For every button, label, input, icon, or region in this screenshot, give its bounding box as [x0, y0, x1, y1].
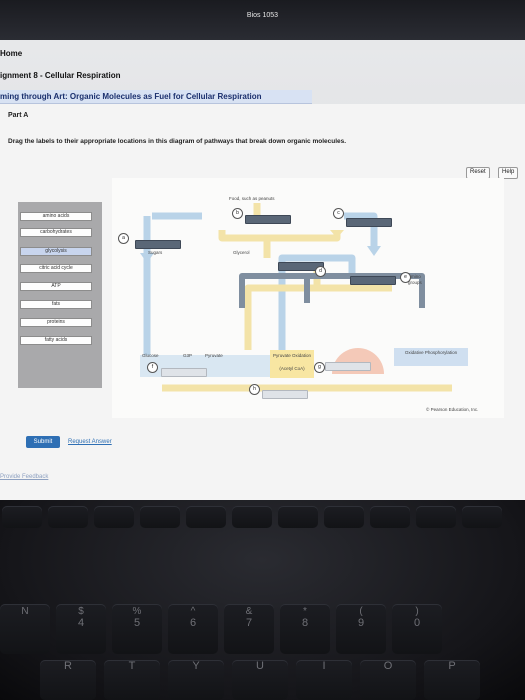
window-title: Bios 1053: [246, 12, 279, 19]
key-f7: [324, 506, 364, 528]
marker-d: d: [315, 266, 326, 277]
g3p-label: G3P: [183, 353, 193, 358]
key-letter-4: I: [296, 660, 352, 700]
marker-f: f: [147, 362, 158, 373]
amino-group-line: [239, 273, 425, 308]
key-number-5: *8: [280, 604, 330, 654]
marker-g: g: [314, 362, 325, 373]
key-letter-6: P: [424, 660, 480, 700]
key-f2: [94, 506, 134, 528]
key-f9: [416, 506, 456, 528]
amino-groups-label: Amino groups: [408, 274, 422, 285]
key-f6: [278, 506, 318, 528]
fat-branch: [218, 230, 341, 242]
key-f10: [462, 506, 502, 528]
provide-feedback-link[interactable]: Provide Feedback: [0, 474, 49, 480]
drop-target-g[interactable]: [325, 362, 371, 371]
key-f3: [140, 506, 180, 528]
label-atp[interactable]: ATP: [20, 282, 92, 291]
oxidative-phosphorylation-label: Oxidative Phosphorylation: [404, 350, 458, 355]
part-label: Part A: [8, 112, 29, 119]
pathway-arrows: [140, 203, 468, 392]
pyruvate-oxidation-box: [270, 350, 314, 378]
amino-line: [344, 212, 378, 246]
glycerol-label: Glycerol: [233, 250, 250, 255]
glycerol-line: [278, 254, 356, 366]
key-f1: [48, 506, 88, 528]
drop-target-e[interactable]: [350, 276, 396, 285]
key-letter-1: T: [104, 660, 160, 700]
key-f5: [232, 506, 272, 528]
pyruvate-label: Pyruvate: [205, 353, 223, 358]
marker-h: h: [249, 384, 260, 395]
key-number-3: ^6: [168, 604, 218, 654]
key-letter-3: U: [232, 660, 288, 700]
label-carbohydrates[interactable]: carbohydrates: [20, 228, 92, 237]
help-button[interactable]: Help: [498, 167, 519, 179]
marker-c: c: [333, 208, 344, 219]
copyright-text: © Pearson Education, Inc.: [426, 407, 479, 412]
nav-home-link[interactable]: Home: [0, 49, 23, 58]
label-proteins[interactable]: proteins: [20, 318, 92, 327]
marker-e: e: [400, 272, 411, 283]
drop-target-h[interactable]: [262, 390, 308, 399]
key-number-4: &7: [224, 604, 274, 654]
drop-target-c[interactable]: [346, 218, 392, 227]
key-fn: [2, 506, 42, 528]
drop-target-f[interactable]: [161, 368, 207, 377]
label-amino-acids[interactable]: amino acids: [20, 212, 92, 221]
key-f8: [370, 506, 410, 528]
key-number-6: (9: [336, 604, 386, 654]
label-citric-acid-cycle[interactable]: citric acid cycle: [20, 264, 92, 273]
label-fats[interactable]: fats: [20, 300, 92, 309]
marker-a: a: [118, 233, 129, 244]
laptop-keyboard: N $4 %5 ^6 &7 *8 (9 )0 R T Y U I O P: [0, 500, 525, 700]
key-letter-0: R: [40, 660, 96, 700]
drop-target-a[interactable]: [135, 240, 181, 249]
drop-target-b[interactable]: [245, 215, 291, 224]
question-prompt: Drag the labels to their appropriate loc…: [8, 138, 347, 145]
key-number-0: N: [0, 604, 50, 654]
breadcrumb-assignment[interactable]: ignment 8 - Cellular Respiration: [0, 71, 121, 80]
key-f4: [186, 506, 226, 528]
activity-title: ming through Art: Organic Molecules as F…: [0, 92, 262, 101]
sugars-label: Sugars: [148, 250, 163, 255]
key-number-7: )0: [392, 604, 442, 654]
activity-title-banner: ming through Art: Organic Molecules as F…: [0, 90, 312, 104]
pathway-diagram: Food, such as peanuts Sugars Glycerol Am…: [112, 178, 504, 418]
laptop-screen: Bios 1053 Home ignment 8 - Cellular Resp…: [0, 0, 525, 500]
label-fatty-acids[interactable]: fatty acids: [20, 336, 92, 345]
label-glycolysis[interactable]: glycolysis: [20, 247, 92, 256]
browser-top-bar: Bios 1053: [0, 0, 525, 40]
pyruvate-oxidation-label: Pyruvate Oxidation: [272, 353, 312, 358]
food-label: Food, such as peanuts: [229, 196, 275, 201]
marker-b: b: [232, 208, 243, 219]
submit-button[interactable]: Submit: [26, 436, 60, 448]
key-number-1: $4: [56, 604, 106, 654]
acetyl-coa-label: (Acetyl CoA): [279, 366, 305, 371]
oxidative-phosphorylation-box: [394, 348, 468, 366]
request-answer-link[interactable]: Request Answer: [68, 439, 112, 445]
key-letter-5: O: [360, 660, 416, 700]
key-number-2: %5: [112, 604, 162, 654]
key-letter-2: Y: [168, 660, 224, 700]
glucose-label: Glucose: [142, 353, 159, 358]
